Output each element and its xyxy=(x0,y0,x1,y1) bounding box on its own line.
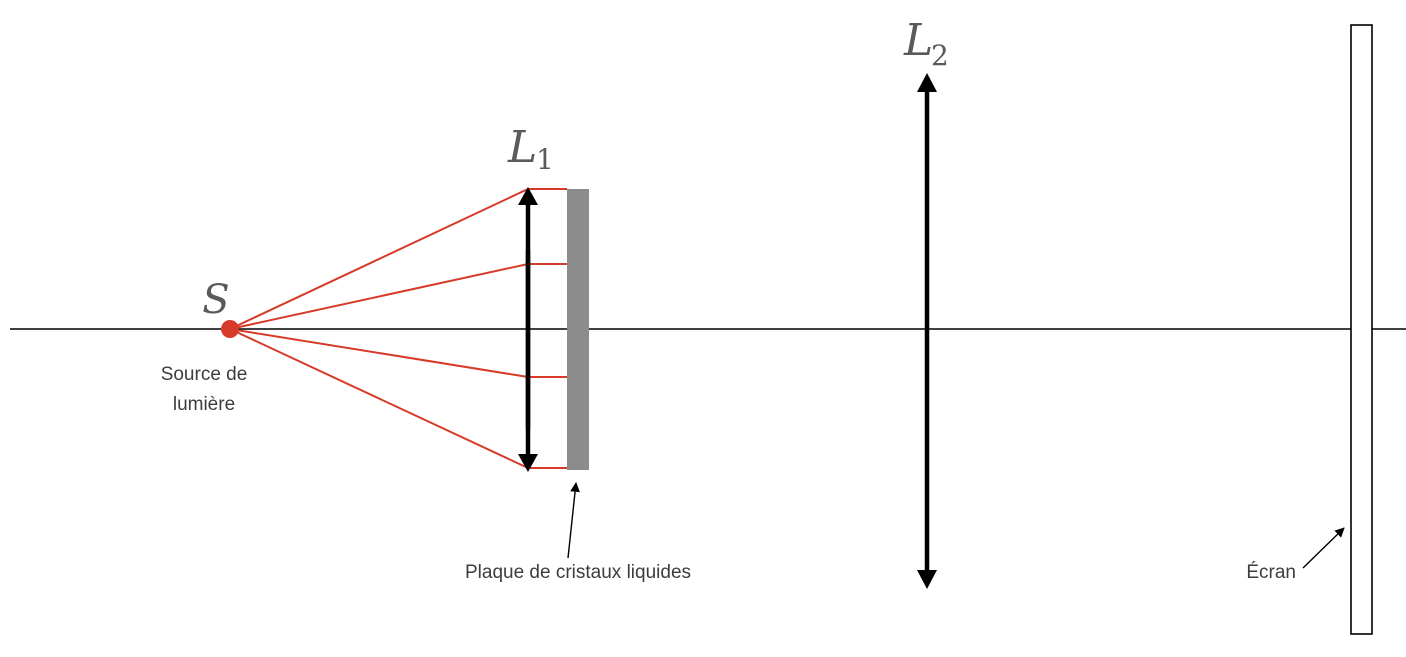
lens-l2-subscript: 2 xyxy=(931,39,949,72)
lens-l1-letter: L xyxy=(507,122,537,173)
source-label-line2: lumière xyxy=(173,394,235,415)
light-source-dot xyxy=(221,320,239,338)
plate-pointer-line xyxy=(567,482,580,559)
source-symbol: S xyxy=(202,277,229,323)
lens-l2-arrow-top xyxy=(917,73,937,92)
ray-top xyxy=(229,188,567,330)
lens-l1-arrow-bottom xyxy=(518,454,538,472)
ray-bottom xyxy=(229,328,567,469)
lens-l2-letter: L xyxy=(903,15,933,66)
ray-upper xyxy=(229,263,567,330)
lens-l2-symbol: L xyxy=(903,15,933,66)
lens-l1-symbol: L xyxy=(507,122,537,173)
lens-l2-arrow-bottom xyxy=(917,570,937,589)
lens-l1-arrow-top xyxy=(518,187,538,205)
plate-label: Plaque de cristaux liquides xyxy=(465,562,691,583)
source-label-line1: Source de xyxy=(161,364,248,385)
liquid-crystal-plate xyxy=(567,189,589,470)
screen-pointer-line xyxy=(1302,527,1345,569)
lens-l1-subscript: 1 xyxy=(536,143,554,176)
screen-label: Écran xyxy=(1246,562,1296,583)
screen xyxy=(1350,24,1373,635)
